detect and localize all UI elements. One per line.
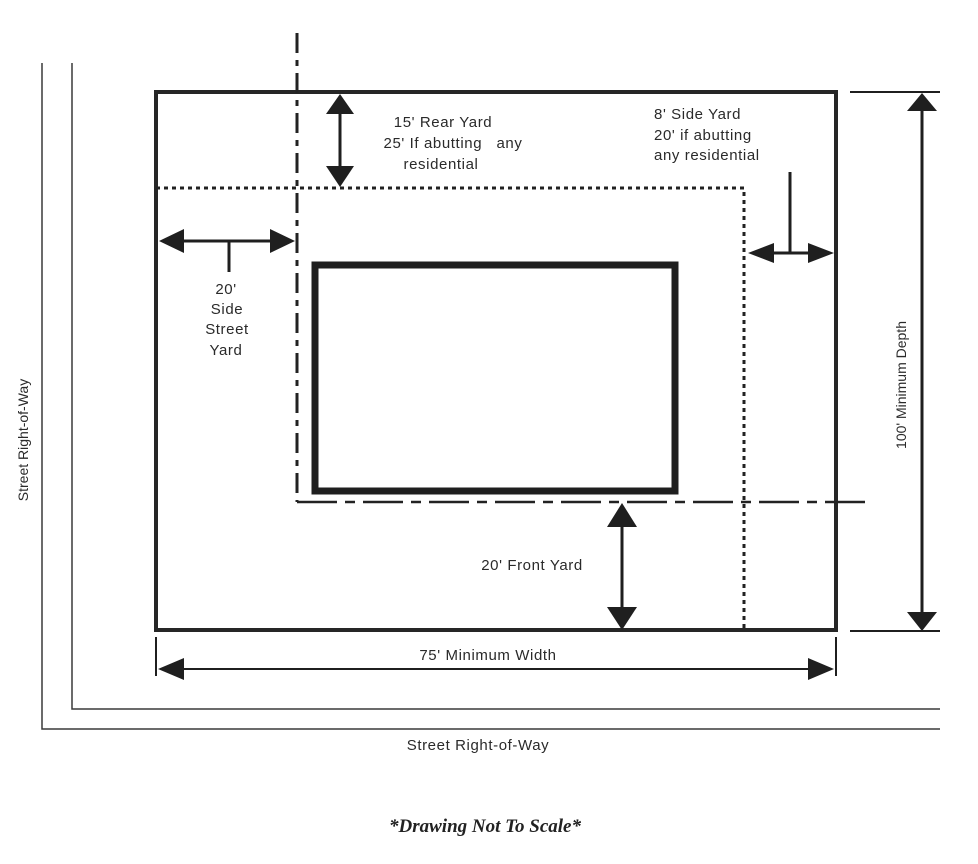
- rear-yard-line-1: 15' Rear Yard: [394, 114, 493, 131]
- arrow-up-icon: [326, 94, 354, 114]
- arrow-up-icon: [907, 93, 937, 111]
- rear-yard-label: 15' Rear Yard 25' If abutting any reside…: [384, 114, 523, 173]
- side-yard-line-3: any residential: [654, 147, 760, 164]
- arrow-down-icon: [326, 166, 354, 187]
- front-yard-dimension: [607, 503, 637, 630]
- street-right-of-way-lines: [41, 63, 940, 730]
- arrow-left-icon: [158, 658, 184, 680]
- arrow-right-icon: [808, 658, 834, 680]
- street-right-of-way-bottom-label: Street Right-of-Way: [407, 737, 550, 754]
- side-yard-label: 8' Side Yard 20' if abutting any residen…: [654, 106, 760, 164]
- side-street-yard-line-2: Side: [211, 301, 243, 318]
- minimum-depth-label: 100' Minimum Depth: [893, 321, 909, 449]
- side-yard-line-1: 8' Side Yard: [654, 106, 741, 123]
- inner-row-line: [71, 63, 940, 710]
- street-right-of-way-left-label: Street Right-of-Way: [15, 379, 31, 501]
- lot-boundary: [154, 90, 838, 632]
- minimum-width-dimension: [155, 637, 837, 680]
- building-footprint: [311, 261, 679, 495]
- rear-side-setback-line: [156, 186, 746, 630]
- side-yard-dimension: [748, 172, 834, 263]
- side-street-yard-dimension: [159, 229, 295, 272]
- arrow-up-icon: [607, 503, 637, 527]
- arrow-right-icon: [808, 243, 834, 263]
- side-street-yard-line-4: Yard: [210, 342, 243, 359]
- arrow-left-icon: [748, 243, 774, 263]
- side-street-yard-line-1: 20': [215, 281, 236, 298]
- minimum-depth-dimension: [850, 91, 940, 632]
- rear-yard-dimension: [326, 94, 354, 187]
- arrow-right-icon: [270, 229, 295, 253]
- side-yard-line-2: 20' if abutting: [654, 127, 752, 144]
- minimum-width-label: 75' Minimum Width: [419, 647, 556, 664]
- side-street-yard-label: 20' Side Street Yard: [205, 281, 249, 359]
- outer-row-line: [41, 63, 940, 730]
- arrow-down-icon: [607, 607, 637, 630]
- front-yard-label: 20' Front Yard: [481, 557, 583, 574]
- arrow-left-icon: [159, 229, 184, 253]
- side-street-yard-line-3: Street: [205, 321, 249, 338]
- rear-yard-line-2: 25' If abutting any: [384, 135, 523, 152]
- arrow-down-icon: [907, 612, 937, 631]
- rear-yard-line-3: residential: [404, 156, 479, 173]
- drawing-not-to-scale-note: *Drawing Not To Scale*: [389, 816, 581, 837]
